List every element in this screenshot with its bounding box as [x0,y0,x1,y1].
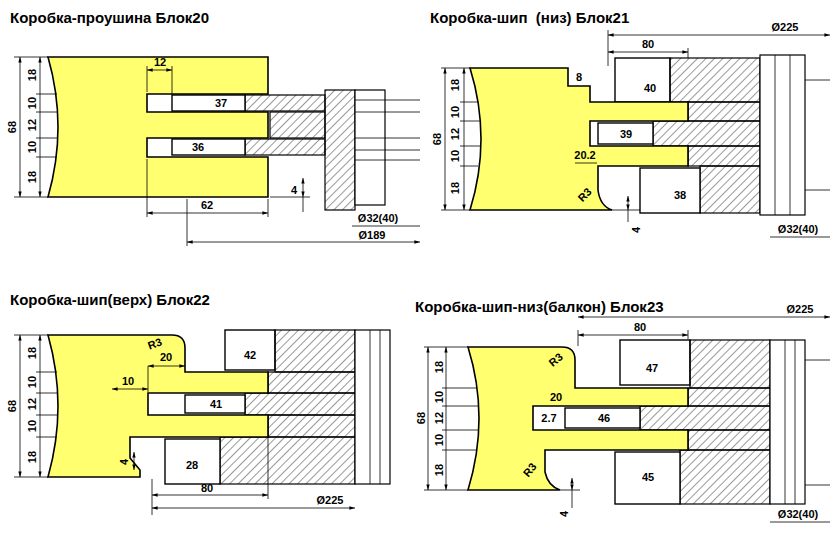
dimension-label: Ø32(40) [778,509,818,520]
block20-drawing [14,57,420,246]
dimension-label: Ø225 [787,304,814,315]
dimension-label: 10 [434,434,445,446]
dimension-label: 41 [210,399,222,410]
dimension-label: 37 [215,98,227,109]
dimension-label: Ø225 [772,22,799,33]
dimension-label: 80 [201,483,213,494]
dimension-label: 20 [160,352,172,363]
dimension-label: 10 [434,391,445,403]
block-title: Коробка-шип(верх) Блок22 [10,292,210,307]
dimension-label: 45 [642,472,654,483]
dimension-label: 10 [27,97,38,109]
block-title: Коробка-проушина Блок20 [10,10,209,25]
dimension-label: 12 [154,57,166,68]
dimension-label: 20 [550,392,562,403]
block22-drawing [14,330,390,515]
dimension-label: 10 [450,150,461,162]
dimension-label: 42 [244,350,256,361]
dimension-label: 4 [559,511,570,517]
dimension-label: 28 [186,460,198,471]
block23-drawing [424,317,830,522]
dimension-label: 10 [27,376,38,388]
dimension-label: 20.2 [574,150,595,161]
dimension-label: 12 [434,412,445,424]
dimension-label: 18 [450,79,461,91]
block-title: Коробка-шип-низ(балкон) Блок23 [415,299,664,314]
block-title: Коробка-шип (низ) Блок21 [430,10,629,25]
dimension-label: Ø32(40) [778,224,818,235]
dimension-label: 46 [598,413,610,424]
dimension-label: 47 [646,363,658,374]
dimension-label: 8 [576,72,582,83]
dimension-label: Ø189 [359,230,386,241]
dimension-label: 62 [201,200,213,211]
dimension-label: 10 [450,106,461,118]
dimension-label: 80 [634,322,646,333]
dimension-label: 2.7 [541,413,556,424]
dimension-label: 18 [450,182,461,194]
block21-drawing [441,30,830,237]
dimension-label: 10 [27,420,38,432]
dimension-label: 18 [27,451,38,463]
dimension-label: 68 [7,121,18,133]
dimension-label: 12 [27,119,38,131]
dimension-label: 68 [432,133,443,145]
dimension-label: 12 [27,398,38,410]
dimension-label: 10 [27,141,38,153]
dimension-label: 18 [434,464,445,476]
dimension-label: 18 [434,361,445,373]
dimension-label: 4 [631,227,642,233]
dimension-label: 40 [644,83,656,94]
dimension-label: 38 [674,190,686,201]
dimension-label: Ø32(40) [358,213,398,224]
dimension-label: 68 [416,412,427,424]
dimension-label: Ø225 [317,495,344,506]
dimension-label: 4 [119,459,130,465]
dimension-label: 18 [27,347,38,359]
dimension-label: 36 [192,142,204,153]
dimension-label: 68 [7,400,18,412]
dimension-label: 10 [122,376,134,387]
dimension-label: 80 [642,39,654,50]
dimension-label: 39 [620,129,632,140]
dimension-label: 18 [27,69,38,81]
dimension-label: 4 [291,185,297,196]
dimension-label: 18 [27,171,38,183]
dimension-label: 12 [450,128,461,140]
